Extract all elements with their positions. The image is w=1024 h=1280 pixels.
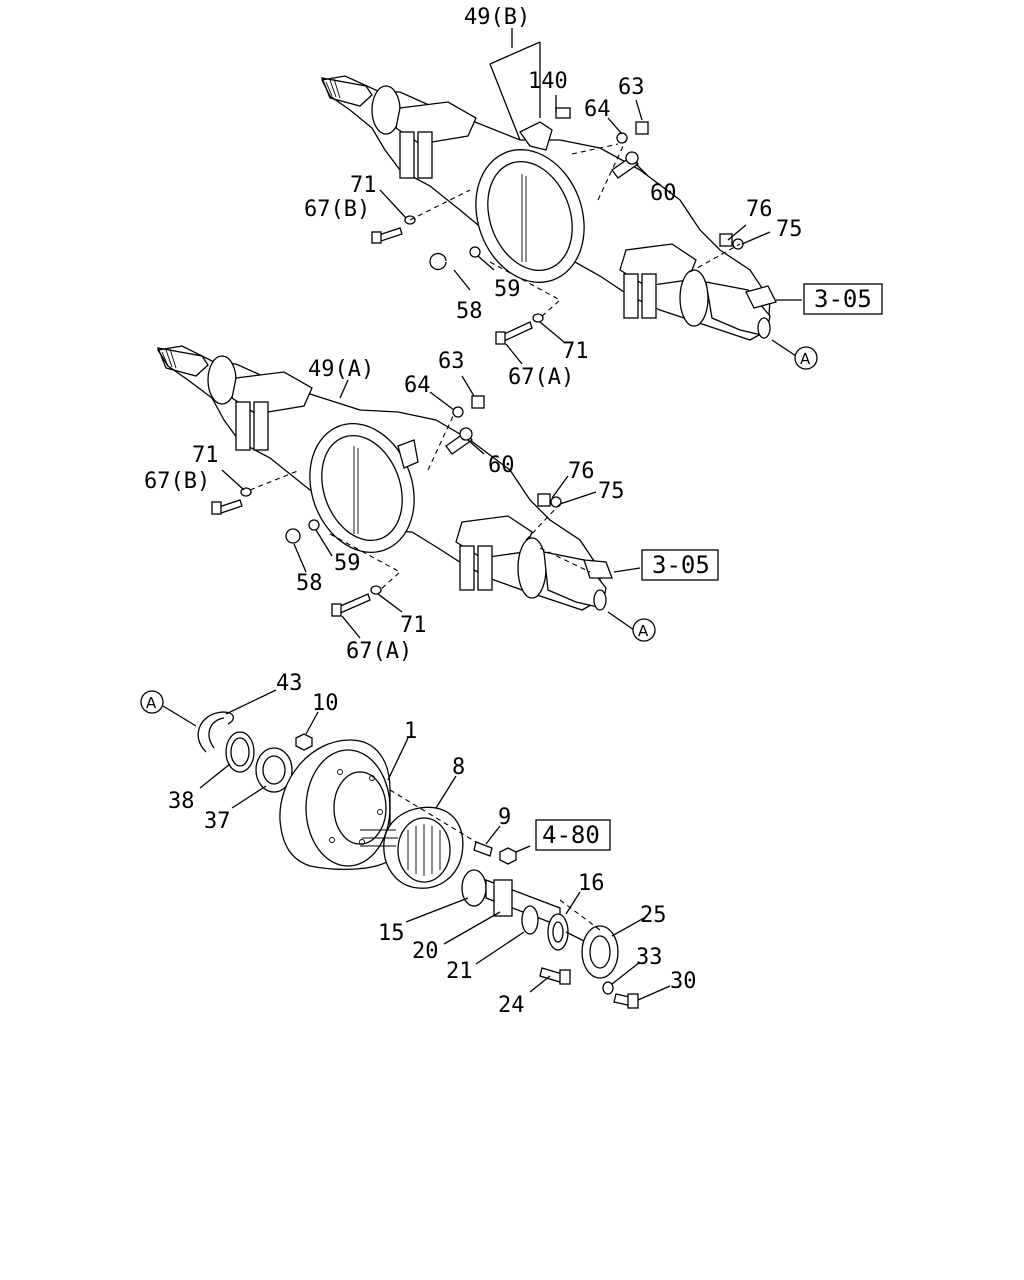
bearing-37 <box>255 747 293 793</box>
breather-140 <box>519 121 553 151</box>
hub-assembly: A <box>140 671 697 1018</box>
label-49b: 49(B) <box>464 5 530 30</box>
marker-a-hub: A <box>140 690 164 714</box>
label-60: 60 <box>650 181 677 206</box>
label-37: 37 <box>204 809 231 834</box>
label-63: 63 <box>618 75 645 100</box>
bolt-9 <box>473 841 493 857</box>
label-67b: 67(B) <box>304 197 370 222</box>
label-43: 43 <box>276 671 303 696</box>
washer-71-upper-right <box>532 313 544 323</box>
middle-leaders <box>221 375 641 639</box>
snap-ring-43 <box>197 711 234 753</box>
label-15: 15 <box>378 921 405 946</box>
washer-59-mid <box>308 519 320 531</box>
washer-64-mid <box>452 406 464 418</box>
label-30: 30 <box>670 969 697 994</box>
middle-axle-housing <box>156 345 613 617</box>
brake-drum-1 <box>279 739 391 871</box>
label-75-mid: 75 <box>598 479 625 504</box>
plug-63 <box>635 121 649 135</box>
hub-leaders <box>199 689 671 1001</box>
ref-3-05-mid-text: 3-05 <box>652 551 710 579</box>
label-16: 16 <box>578 871 605 896</box>
label-8: 8 <box>452 755 465 780</box>
label-25: 25 <box>640 903 667 928</box>
label-67a: 67(A) <box>508 365 574 390</box>
label-59-mid: 59 <box>334 551 361 576</box>
washer-59-upper <box>469 246 481 258</box>
label-76: 76 <box>746 197 773 222</box>
fitting-140 <box>555 107 571 119</box>
middle-axle-assembly: 49(A) 64 63 60 71 67(B) 76 75 58 59 71 6… <box>144 345 719 664</box>
label-71: 71 <box>350 173 377 198</box>
marker-a-mid-text: A <box>638 622 649 640</box>
hub-8 <box>360 806 464 889</box>
label-64: 64 <box>584 97 611 122</box>
label-60-mid: 60 <box>488 453 515 478</box>
label-33: 33 <box>636 945 663 970</box>
ref-box-3-05-upper[interactable]: 3-05 <box>803 283 883 315</box>
label-71b: 71 <box>562 339 589 364</box>
washer-71-mid-right <box>370 585 382 595</box>
label-63-mid: 63 <box>438 349 465 374</box>
marker-a-hub-text: A <box>146 694 157 712</box>
label-9: 9 <box>498 805 511 830</box>
nut-10 <box>295 733 313 751</box>
marker-a-upper: A <box>794 346 818 370</box>
label-76-mid: 76 <box>568 459 595 484</box>
marker-a-upper-text: A <box>800 350 811 368</box>
label-21: 21 <box>446 959 473 984</box>
ref-box-3-05-mid[interactable]: 3-05 <box>641 549 719 581</box>
washer-64 <box>616 132 628 144</box>
bolt-3-05-upper <box>745 285 777 309</box>
upper-leaders <box>379 28 802 365</box>
washer-33 <box>602 981 614 995</box>
label-64-mid: 64 <box>404 373 431 398</box>
label-75: 75 <box>776 217 803 242</box>
washer-75-mid <box>550 496 562 508</box>
label-1: 1 <box>404 719 417 744</box>
label-67a-mid: 67(A) <box>346 639 412 664</box>
ref-4-80-text: 4-80 <box>542 821 600 849</box>
plug-63-mid <box>471 395 485 409</box>
bracket-mid <box>397 439 419 469</box>
marker-a-mid: A <box>632 618 656 642</box>
bolt-3-05-mid <box>583 559 613 579</box>
nut-58-mid <box>285 528 301 544</box>
label-71-mid: 71 <box>192 443 219 468</box>
nut-58-upper <box>429 252 447 271</box>
label-20: 20 <box>412 939 439 964</box>
label-67b-mid: 67(B) <box>144 469 210 494</box>
spacer-21 <box>521 905 539 935</box>
ref-box-4-80[interactable]: 4-80 <box>535 819 611 851</box>
label-49a: 49(A) <box>308 357 374 382</box>
label-71b-mid: 71 <box>400 613 427 638</box>
flange-cap-25 <box>581 925 619 979</box>
washer-75-upper <box>732 238 744 250</box>
label-140: 140 <box>528 69 568 94</box>
nut-76-upper <box>719 233 733 247</box>
upper-axle-housing <box>320 75 777 345</box>
label-24: 24 <box>498 993 525 1018</box>
label-10: 10 <box>312 691 339 716</box>
label-59: 59 <box>494 277 521 302</box>
bearing-15 <box>461 869 487 907</box>
ref-3-05-upper-text: 3-05 <box>814 285 872 313</box>
label-58-mid: 58 <box>296 571 323 596</box>
label-38: 38 <box>168 789 195 814</box>
nut-76-mid <box>537 493 551 507</box>
upper-axle-assembly: 49(B) 140 64 63 60 71 67(B) 76 75 58 59 … <box>304 5 883 390</box>
nut-4-80 <box>499 847 517 865</box>
bolt-24 <box>539 967 563 983</box>
label-58: 58 <box>456 299 483 324</box>
gasket-16 <box>547 913 569 951</box>
